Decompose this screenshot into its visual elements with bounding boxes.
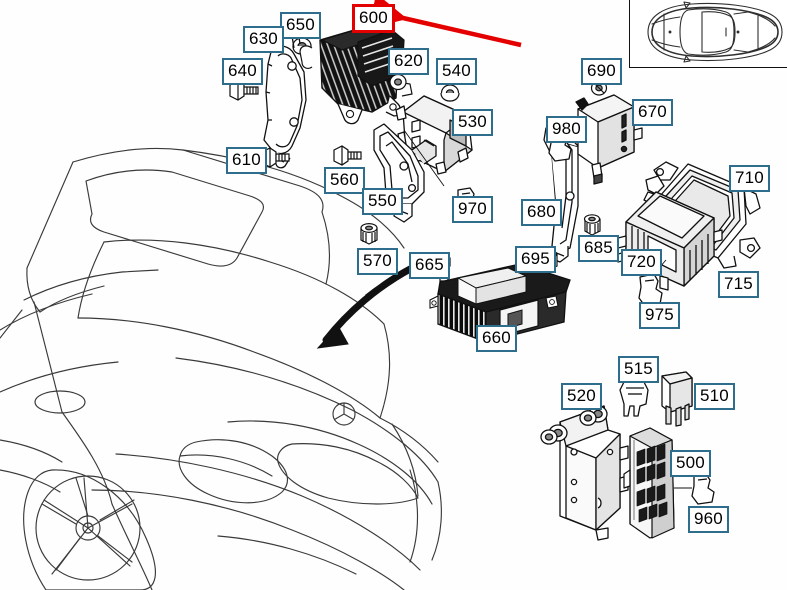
part-670-control-unit [575,94,643,185]
callout-570[interactable]: 570 [357,248,398,275]
vehicle-top-view-inset [629,0,787,68]
callout-515[interactable]: 515 [618,356,659,383]
callout-975[interactable]: 975 [639,302,680,329]
part-960-connector [674,473,715,505]
vehicle-rear-illustration [0,147,442,590]
callout-620[interactable]: 620 [388,48,429,75]
callout-500[interactable]: 500 [670,450,711,477]
part-520-bracket [540,405,629,541]
callout-685[interactable]: 685 [578,235,619,262]
trunk-location-arrow [316,264,416,349]
part-975-connector [638,259,667,307]
callout-680[interactable]: 680 [521,199,562,226]
callout-670[interactable]: 670 [632,99,673,126]
callout-665[interactable]: 665 [409,252,450,279]
callout-520[interactable]: 520 [561,383,602,410]
callout-530[interactable]: 530 [452,109,493,136]
callout-640[interactable]: 640 [222,58,263,85]
callout-720[interactable]: 720 [621,249,662,276]
callout-630[interactable]: 630 [243,26,284,53]
part-600-control-module [291,20,413,125]
callout-970[interactable]: 970 [452,196,493,223]
callout-560[interactable]: 560 [324,167,365,194]
part-640-bolt [229,80,259,101]
part-510-relay [661,371,693,427]
callout-960[interactable]: 960 [688,506,729,533]
part-560-bolt [333,145,362,166]
callout-600[interactable]: 600 [352,4,395,33]
part-630-bracket [263,45,307,169]
part-540-washer [440,84,460,102]
callout-550[interactable]: 550 [362,188,403,215]
callout-660[interactable]: 660 [476,325,517,352]
callout-690[interactable]: 690 [581,58,622,85]
callout-540[interactable]: 540 [436,58,477,85]
callout-695[interactable]: 695 [515,246,556,273]
callout-510[interactable]: 510 [694,383,735,410]
callout-610[interactable]: 610 [226,147,267,174]
part-660-amplifier [429,263,571,351]
callout-710[interactable]: 710 [729,165,770,192]
part-685-nut [583,214,601,236]
callout-980[interactable]: 980 [546,116,587,143]
part-515-fuse [619,381,649,417]
part-570-nut [360,223,378,245]
vehicle-top-view-artwork [647,1,783,63]
part-550-bracket [373,123,437,223]
callout-650[interactable]: 650 [280,12,321,39]
red-highlight-arrow [368,0,522,48]
callout-715[interactable]: 715 [718,271,759,298]
part-500-fuse-box [623,427,675,539]
